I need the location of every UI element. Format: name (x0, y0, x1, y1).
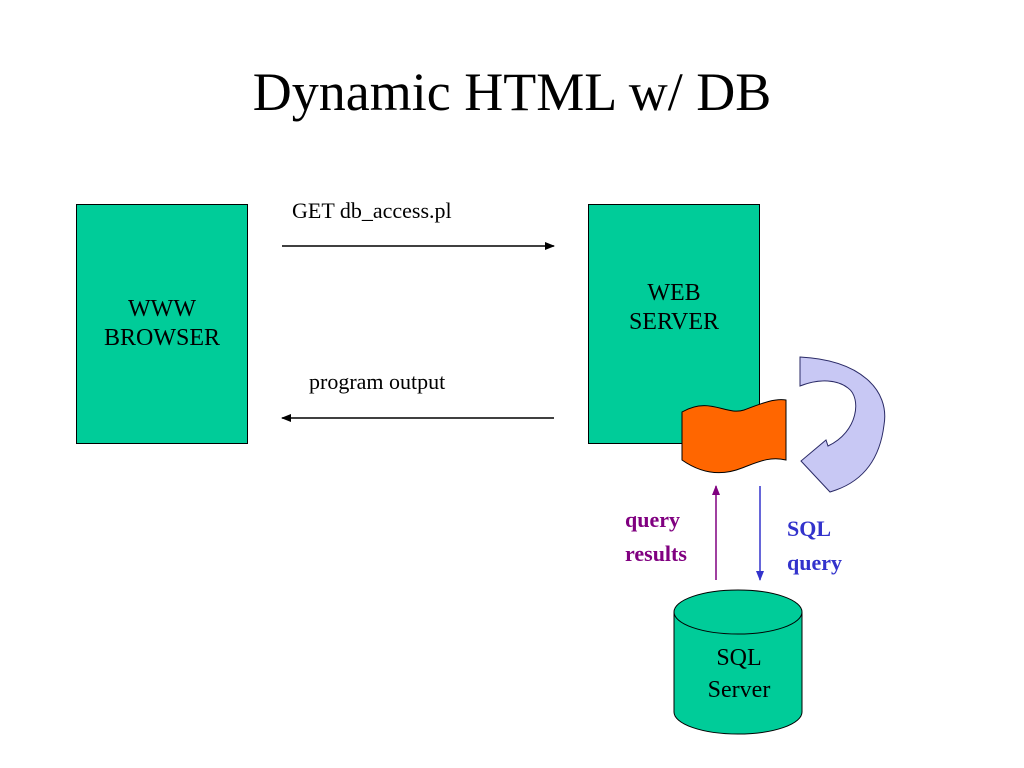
sql-query-label: SQL query (787, 512, 842, 580)
slide-title: Dynamic HTML w/ DB (252, 62, 772, 122)
browser-label-line1: WWW (128, 296, 196, 322)
www-browser-box: WWW BROWSER (76, 204, 248, 444)
database-cylinder (673, 589, 803, 735)
web-server-box: WEB SERVER (588, 204, 760, 444)
sql-server-label: SQL Server (674, 642, 804, 706)
sql-query-line1: SQL (787, 516, 832, 541)
curved-process-arrow (799, 356, 886, 493)
response-label: program output (309, 369, 446, 394)
browser-label-line2: BROWSER (103, 325, 220, 351)
query-results-line1: query (625, 507, 680, 532)
sql-server-line1: SQL (716, 645, 762, 671)
sql-query-line2: query (787, 550, 842, 575)
server-label-line2: SERVER (628, 309, 720, 335)
server-label-line1: WEB (647, 280, 701, 306)
query-results-line2: results (625, 541, 687, 566)
query-results-label: query results (625, 503, 687, 571)
sql-server-line2: Server (707, 677, 771, 703)
script-document-shape (681, 399, 787, 474)
request-label: GET db_access.pl (292, 198, 452, 223)
